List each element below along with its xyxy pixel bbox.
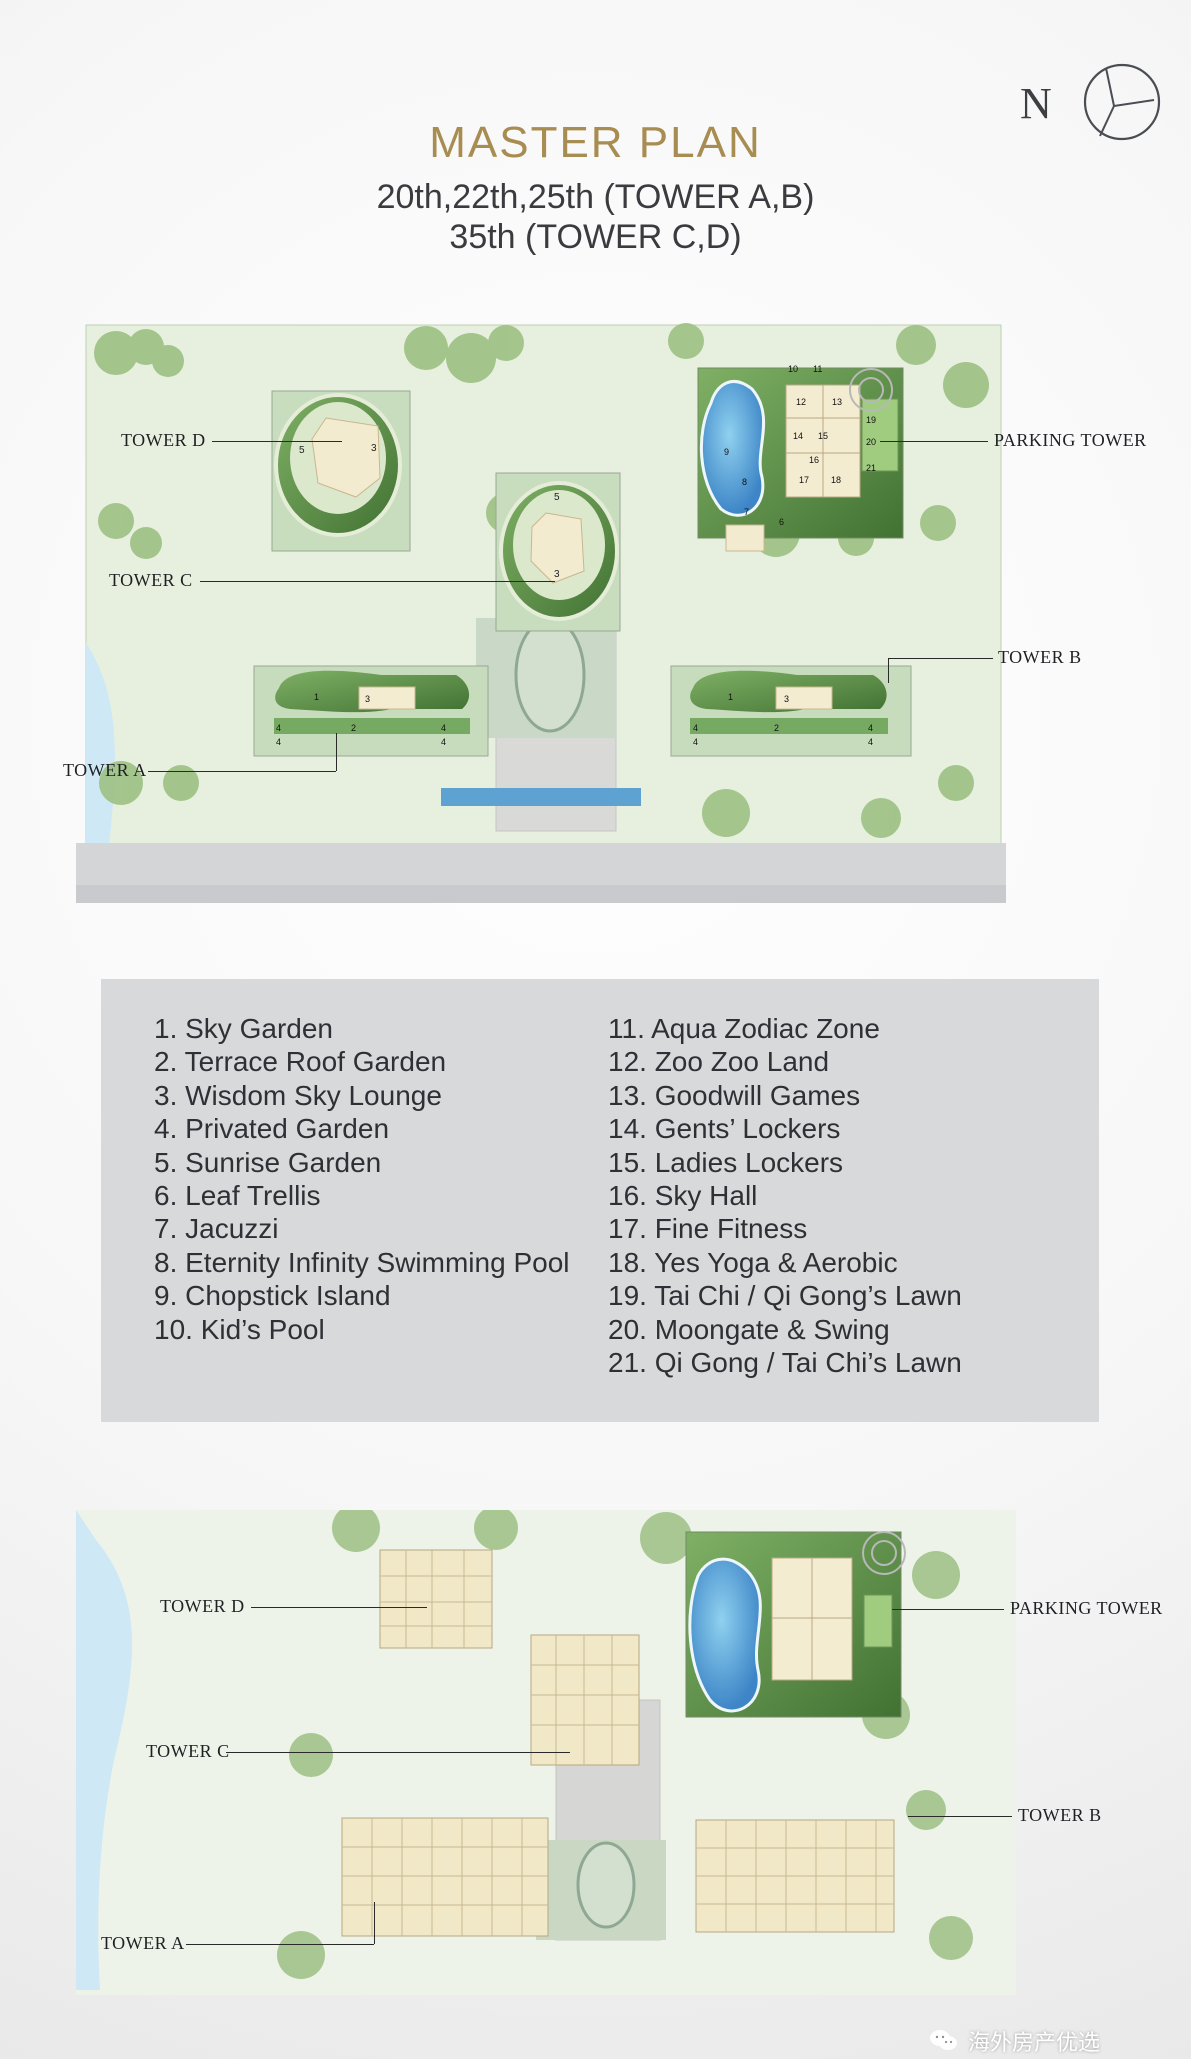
top-tower-b-leader-vertical — [888, 658, 889, 683]
legend-item: 21. Qi Gong / Tai Chi’s Lawn — [608, 1347, 962, 1379]
svg-text:5: 5 — [554, 492, 560, 503]
top-tower-d-leader — [212, 441, 342, 442]
legend-item: 7. Jacuzzi — [154, 1213, 279, 1245]
top-tower-d-label: TOWER D — [121, 430, 206, 450]
svg-text:4: 4 — [276, 723, 281, 733]
svg-text:3: 3 — [365, 694, 370, 704]
bottom-tower-d-leader — [251, 1607, 427, 1608]
svg-text:12: 12 — [796, 397, 806, 407]
legend-item: 1. Sky Garden — [154, 1013, 333, 1044]
legend-item: 11. Aqua Zodiac Zone — [608, 1013, 880, 1044]
bottom-tower-a-leader-vertical — [374, 1902, 375, 1944]
watermark: 海外房产优选 — [928, 2024, 1100, 2058]
legend-item: 2. Terrace Roof Garden — [154, 1046, 447, 1078]
svg-text:1: 1 — [314, 692, 319, 702]
svg-text:20: 20 — [866, 437, 876, 447]
bottom-tower-a-leader — [186, 1944, 374, 1945]
legend-left-column: 1. Sky Garden 2. Terrace Roof Garden 3. … — [154, 1012, 570, 1346]
svg-text:4: 4 — [693, 737, 698, 747]
legend-item: 15. Ladies Lockers — [608, 1146, 844, 1178]
legend-item: 18. Yes Yoga & Aerobic — [608, 1246, 898, 1278]
page-title: MASTER PLAN — [429, 118, 762, 167]
svg-text:13: 13 — [832, 397, 842, 407]
bottom-tower-d-label: TOWER D — [160, 1596, 245, 1616]
legend-item: 14. Gents’ Lockers — [608, 1113, 841, 1145]
top-tower-a-leader — [148, 771, 336, 772]
legend-item: 10. Kid’s Pool — [154, 1313, 325, 1345]
legend-item: 6. Leaf Trellis — [154, 1180, 321, 1212]
north-letter: N — [1020, 79, 1052, 128]
svg-text:4: 4 — [868, 723, 873, 733]
svg-text:14: 14 — [793, 431, 803, 441]
top-tower-c-leader — [200, 581, 555, 582]
north-compass-icon — [1083, 63, 1161, 141]
svg-text:3: 3 — [371, 443, 377, 454]
top-tower-b-leader — [888, 658, 993, 659]
bottom-tower-c-leader — [226, 1752, 570, 1753]
legend-item: 9. Chopstick Island — [154, 1280, 391, 1312]
svg-text:4: 4 — [693, 723, 698, 733]
svg-text:6: 6 — [779, 517, 784, 527]
watermark-text: 海外房产优选 — [968, 2031, 1101, 2056]
bottom-tower-c-label: TOWER C — [146, 1741, 230, 1761]
bottom-parking-tower-leader — [892, 1609, 1004, 1610]
legend-item: 20. Moongate & Swing — [608, 1313, 890, 1345]
svg-text:10: 10 — [788, 364, 798, 374]
legend-item: 17. Fine Fitness — [608, 1213, 808, 1245]
svg-text:16: 16 — [809, 455, 819, 465]
svg-text:4: 4 — [441, 723, 446, 733]
svg-text:9: 9 — [724, 447, 729, 457]
legend-item: 3. Wisdom Sky Lounge — [154, 1079, 442, 1111]
svg-text:2: 2 — [351, 723, 356, 733]
top-tower-a-leader-vertical — [336, 733, 337, 771]
legend-item: 12. Zoo Zoo Land — [608, 1046, 830, 1078]
svg-text:15: 15 — [818, 431, 828, 441]
wechat-icon — [930, 2030, 957, 2050]
top-tower-b-label: TOWER B — [998, 647, 1082, 667]
subtitle-line-1: 20th,22th,25th (TOWER A,B) — [376, 178, 815, 216]
top-parking-tower-label: PARKING TOWER — [994, 430, 1147, 450]
svg-text:11: 11 — [813, 364, 822, 374]
svg-text:7: 7 — [744, 507, 749, 517]
top-tower-a-label: TOWER A — [63, 760, 147, 780]
subtitle-line-2: 35th (TOWER C,D) — [449, 218, 742, 256]
svg-text:3: 3 — [554, 569, 560, 580]
legend-item: 4. Privated Garden — [154, 1113, 390, 1145]
legend-right-column: 11. Aqua Zodiac Zone 12. Zoo Zoo Land 13… — [608, 1012, 962, 1379]
bottom-tower-b-leader — [908, 1816, 1012, 1817]
bottom-parking-tower-label: PARKING TOWER — [1010, 1598, 1163, 1618]
svg-text:19: 19 — [866, 415, 876, 425]
north-arrow: N — [1020, 62, 1170, 152]
svg-text:17: 17 — [799, 475, 809, 485]
legend-panel: 1. Sky Garden 2. Terrace Roof Garden 3. … — [101, 979, 1099, 1422]
legend-item: 13. Goodwill Games — [608, 1079, 861, 1111]
svg-text:3: 3 — [784, 694, 789, 704]
svg-text:1: 1 — [728, 692, 733, 702]
legend-item: 19. Tai Chi / Qi Gong’s Lawn — [608, 1280, 962, 1312]
bottom-tower-b-label: TOWER B — [1018, 1805, 1102, 1825]
svg-text:5: 5 — [299, 445, 305, 456]
svg-text:21: 21 — [866, 463, 876, 473]
legend-item: 5. Sunrise Garden — [154, 1146, 382, 1178]
bottom-master-plan: TOWER D TOWER C TOWER A TOWER B PARKING … — [76, 1504, 1162, 1995]
top-tower-c-label: TOWER C — [109, 570, 193, 590]
bottom-tower-a-label: TOWER A — [101, 1933, 185, 1953]
legend-item: 8. Eternity Infinity Swimming Pool — [154, 1246, 570, 1278]
svg-text:18: 18 — [831, 475, 841, 485]
svg-text:4: 4 — [868, 737, 873, 747]
svg-text:2: 2 — [774, 723, 779, 733]
legend-item: 16. Sky Hall — [608, 1180, 758, 1212]
svg-text:4: 4 — [276, 737, 281, 747]
svg-text:4: 4 — [441, 737, 446, 747]
svg-text:8: 8 — [742, 477, 747, 487]
top-parking-tower-leader — [880, 441, 988, 442]
